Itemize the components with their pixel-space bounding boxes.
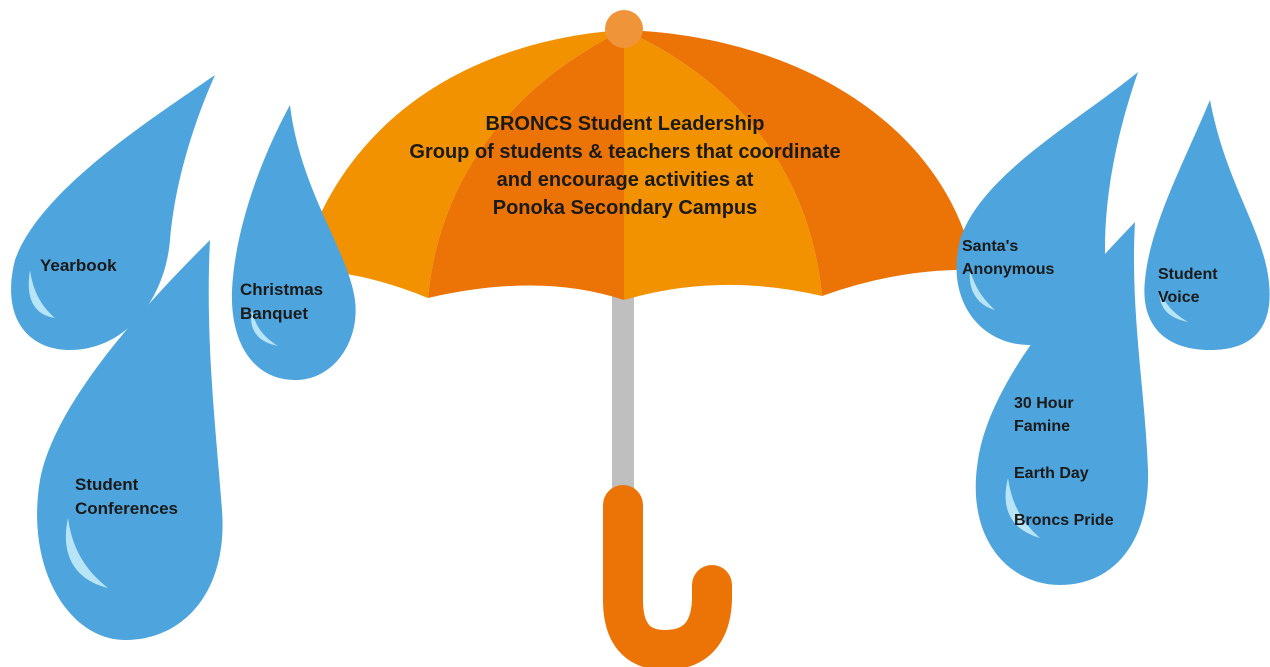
raindrop-highlight xyxy=(251,310,278,346)
raindrop-highlight xyxy=(28,270,55,318)
label-line: Famine xyxy=(1014,418,1071,435)
raindrop-christmas-banquet xyxy=(231,105,356,380)
canopy-panel-right-outer xyxy=(624,30,975,296)
title-line: BRONCS Student Leadership xyxy=(485,113,765,135)
label-line: Anonymous xyxy=(962,261,1055,278)
umbrella-canopy xyxy=(300,30,975,300)
umbrella-title: BRONCS Student Leadership Group of stude… xyxy=(310,110,940,222)
canopy-panel-right-inner xyxy=(624,30,822,300)
label-line: 30 Hour xyxy=(1014,395,1074,412)
raindrop-highlight xyxy=(1159,290,1188,322)
santas-anonymous-label: Santa's Anonymous xyxy=(962,235,1054,281)
label-line: Student xyxy=(1158,266,1218,283)
raindrop-highlight xyxy=(1005,478,1040,538)
raindrop-highlight xyxy=(65,518,108,588)
yearbook-label: Yearbook xyxy=(40,256,117,275)
title-line: Ponoka Secondary Campus xyxy=(492,197,758,219)
label-line: Santa's xyxy=(962,238,1019,255)
student-conferences-label: Student Conferences xyxy=(75,473,178,521)
activities-label: 30 Hour Famine xyxy=(1014,392,1074,438)
umbrella-handle xyxy=(603,485,732,667)
title-line: and encourage activities at xyxy=(496,169,754,191)
broncs-pride-label: Broncs Pride xyxy=(1014,512,1114,529)
canopy-panel-left-inner xyxy=(428,30,624,300)
student-voice-label: Student Voice xyxy=(1158,263,1218,309)
raindrop-activities xyxy=(975,222,1149,585)
label-line: Student xyxy=(75,475,139,494)
title-line: Group of students & teachers that coordi… xyxy=(409,141,841,163)
label-line: Conferences xyxy=(75,499,178,518)
umbrella-shaft xyxy=(612,290,634,515)
umbrella-knob xyxy=(605,10,643,48)
christmas-banquet-label: Christmas Banquet xyxy=(240,278,323,326)
raindrop-highlight xyxy=(969,270,995,310)
earth-day-label: Earth Day xyxy=(1014,465,1089,482)
label-line: Banquet xyxy=(240,304,308,323)
label-line: Christmas xyxy=(240,280,324,299)
label-line: Voice xyxy=(1158,289,1200,306)
raindrop-student-voice xyxy=(1144,100,1270,350)
raindrop-student-conferences xyxy=(37,240,223,640)
canopy-panel-left-outer xyxy=(300,30,624,298)
raindrop-yearbook xyxy=(11,75,216,350)
